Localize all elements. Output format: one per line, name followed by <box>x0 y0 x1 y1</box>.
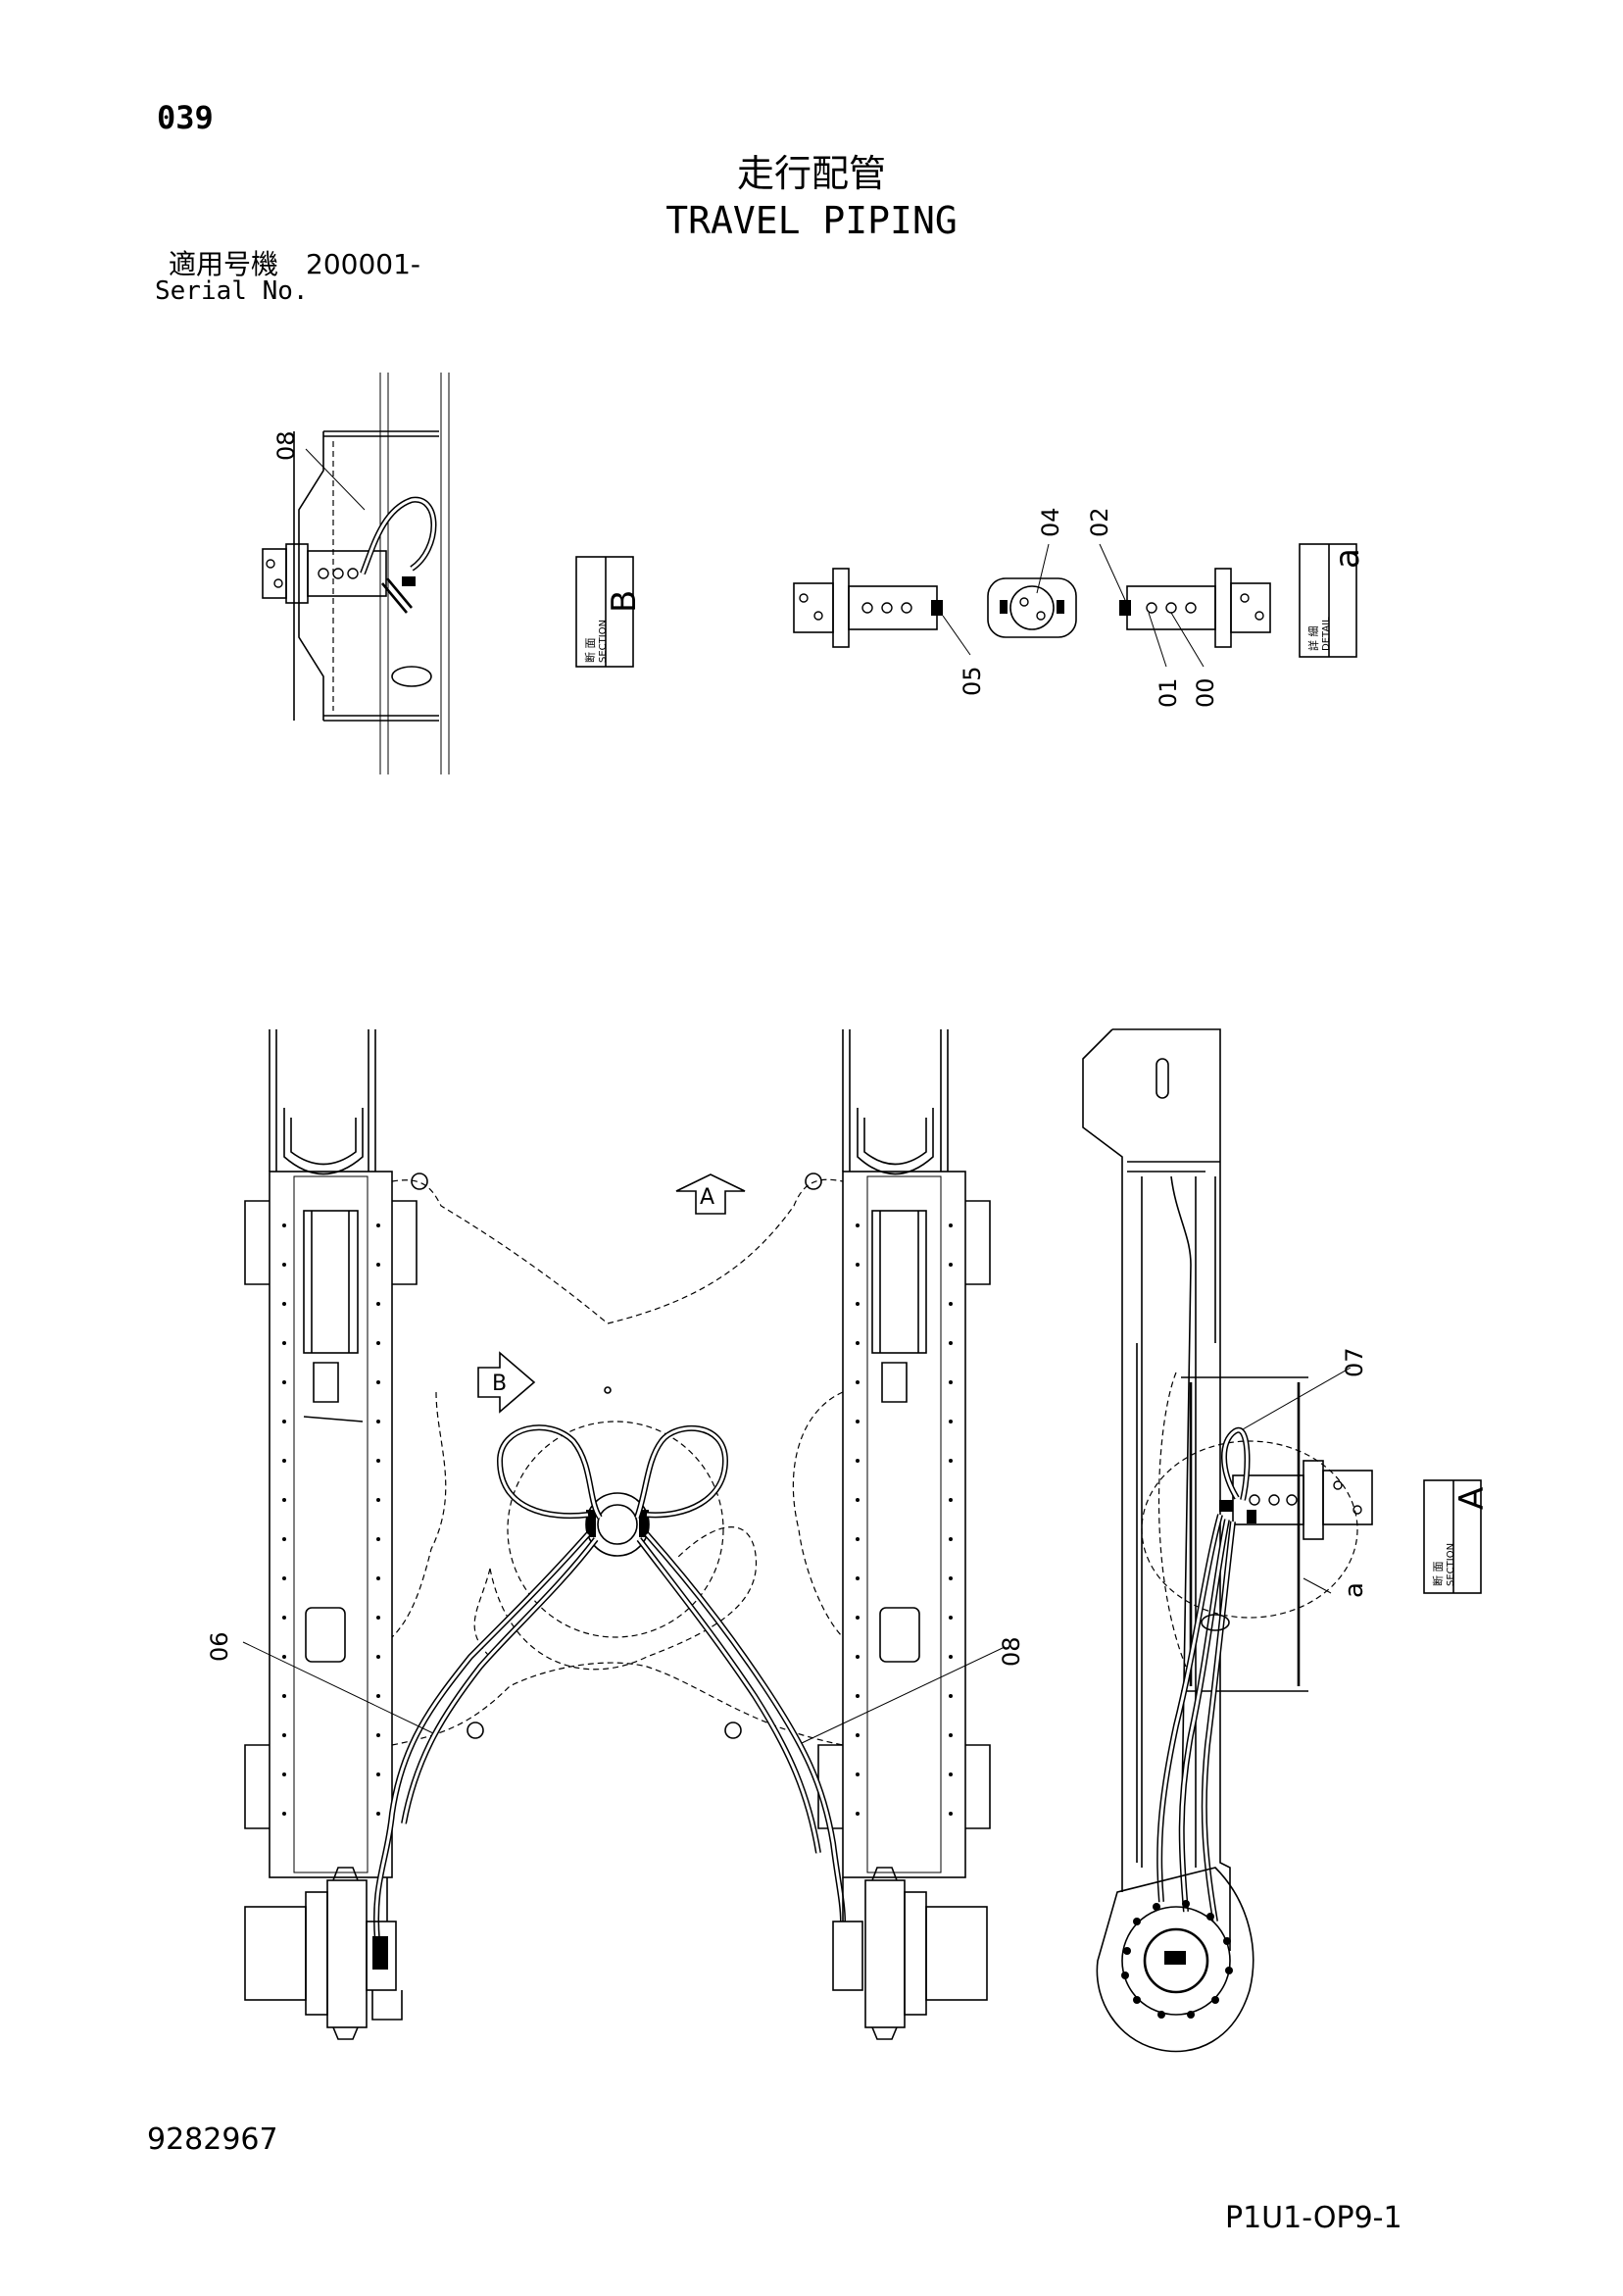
callout-08-main: 08 <box>801 1636 1025 1744</box>
svg-text:a: a <box>1340 1582 1369 1598</box>
page-number: 039 <box>157 99 214 136</box>
svg-text:08: 08 <box>998 1636 1025 1667</box>
view-arrow-b: B <box>477 1351 536 1414</box>
title-english: TRAVEL PIPING <box>665 199 958 242</box>
document-number: 9282967 <box>147 2122 278 2157</box>
svg-text:00: 00 <box>1192 677 1219 708</box>
sheet-id: P1U1-OP9-1 <box>1225 2201 1402 2235</box>
section-a-label: A 断 面 SECTION <box>1423 1479 1492 1594</box>
callout-05: 05 <box>942 615 986 696</box>
section-a-view <box>1082 1028 1373 2053</box>
callout-04: 04 <box>1036 507 1064 594</box>
svg-text:A: A <box>1452 1487 1492 1510</box>
svg-text:01: 01 <box>1155 677 1182 708</box>
svg-text:04: 04 <box>1037 507 1064 537</box>
view-arrow-a: A <box>675 1173 746 1215</box>
callout-00: 00 <box>1170 612 1219 708</box>
serial-label-jp: 適用号機 200001- <box>169 248 420 280</box>
serial-label-en: Serial No. <box>155 276 309 306</box>
detail-a-label: a 詳 細 DETAIL <box>1299 543 1367 658</box>
section-b-view <box>262 373 450 774</box>
svg-text:A: A <box>700 1185 714 1210</box>
detail-a-view <box>793 568 1271 648</box>
section-b-label: B 断 面 SECTION <box>575 556 644 668</box>
callout-01: 01 <box>1148 612 1182 708</box>
callout-02: 02 <box>1086 507 1126 601</box>
svg-text:SECTION: SECTION <box>1446 1543 1456 1586</box>
svg-text:断 面: 断 面 <box>583 638 597 664</box>
svg-text:詳 細: 詳 細 <box>1306 626 1320 652</box>
circle-mark-a: a <box>1303 1577 1369 1598</box>
svg-text:B: B <box>492 1372 507 1396</box>
title-japanese: 走行配管 <box>736 152 886 195</box>
svg-text:DETAIL: DETAIL <box>1321 617 1332 651</box>
svg-text:06: 06 <box>206 1631 233 1662</box>
svg-text:02: 02 <box>1086 507 1113 537</box>
svg-text:断 面: 断 面 <box>1431 1562 1445 1587</box>
svg-text:B: B <box>605 590 644 613</box>
svg-text:05: 05 <box>959 666 986 696</box>
callout-07: 07 <box>1242 1347 1368 1430</box>
svg-text:07: 07 <box>1341 1347 1368 1377</box>
svg-text:08: 08 <box>272 430 300 461</box>
svg-text:a: a <box>1328 548 1367 569</box>
main-plan-view <box>244 1029 991 2040</box>
svg-text:SECTION: SECTION <box>598 620 609 663</box>
callout-08-top: 08 <box>272 430 366 511</box>
callout-06: 06 <box>206 1631 434 1734</box>
